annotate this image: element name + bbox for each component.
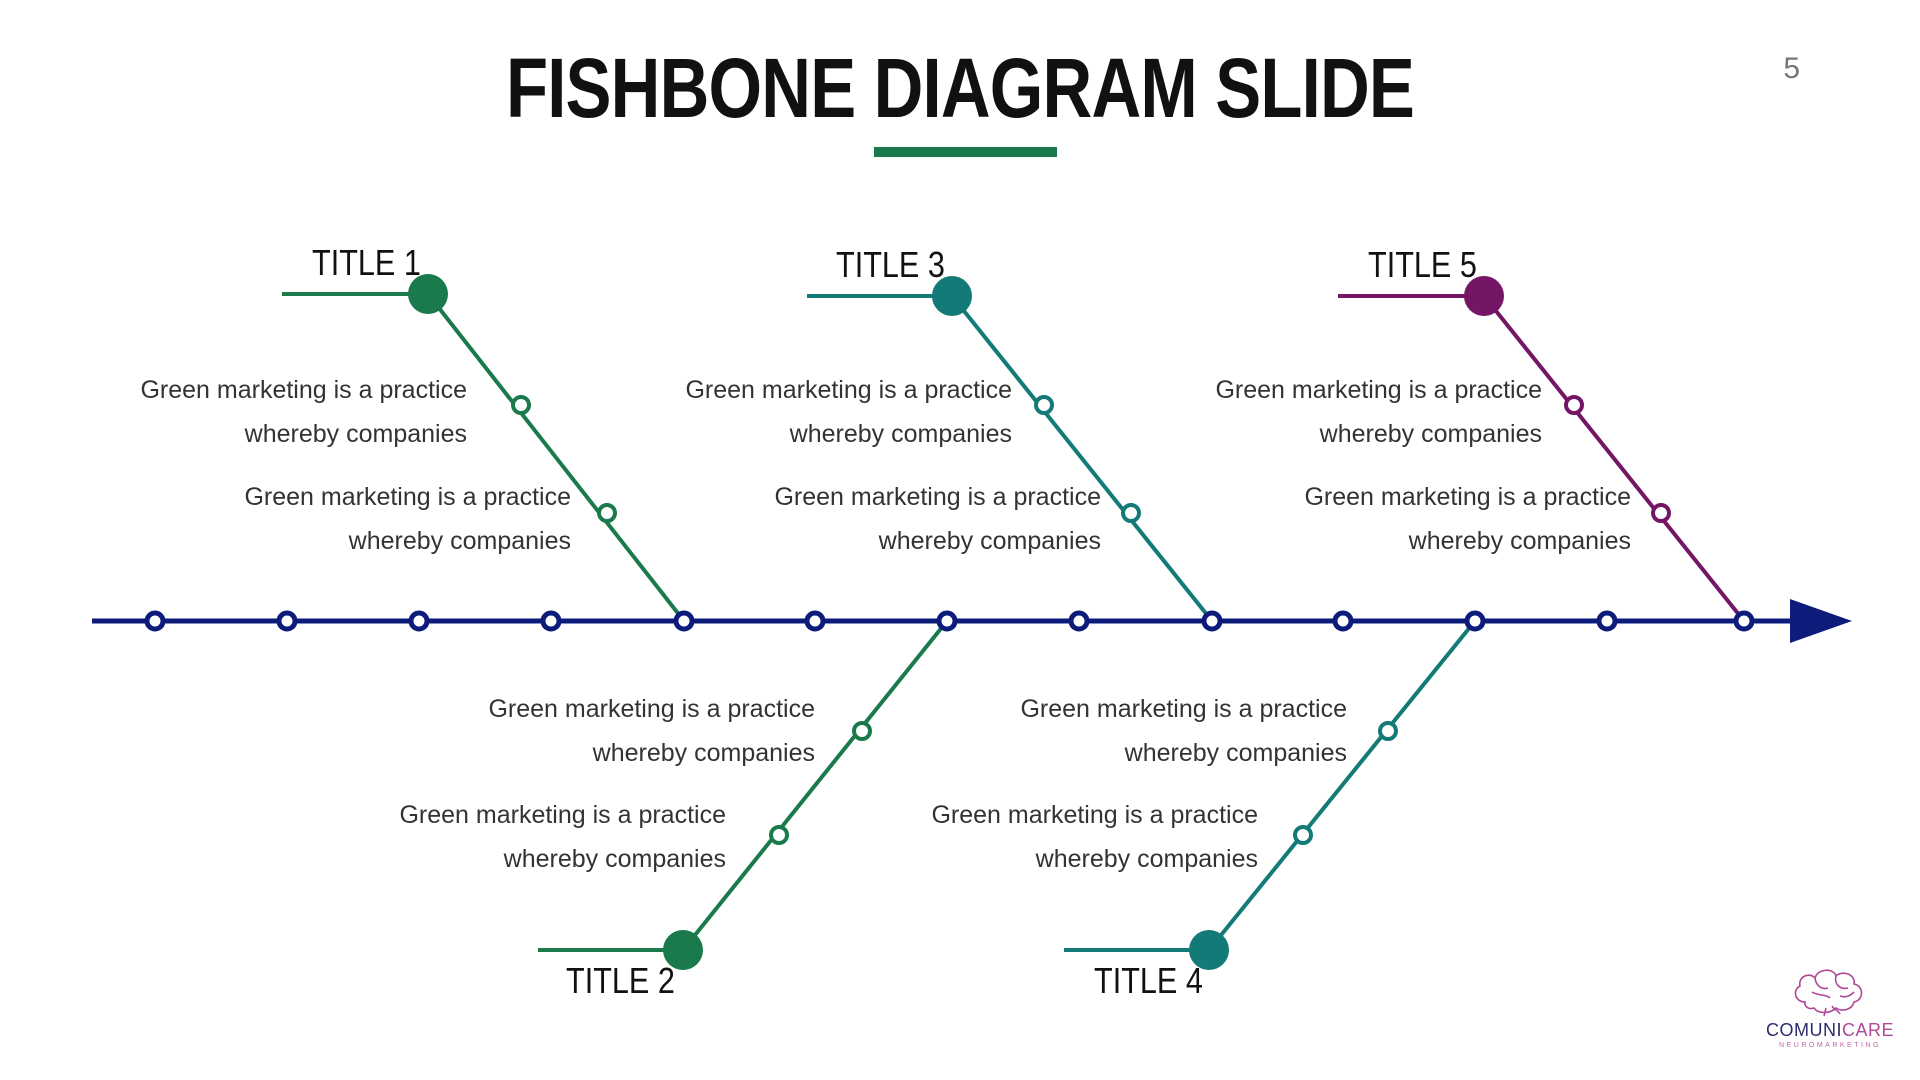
branch-5-head-dot — [1464, 276, 1504, 316]
branch-4-head-dot — [1189, 930, 1229, 970]
branch-3-cause-1: Green marketing is a practice whereby co… — [592, 368, 1012, 456]
branch-1-cause-1: Green marketing is a practice whereby co… — [47, 368, 467, 456]
branch-2-cause-dot — [852, 721, 872, 741]
spine-dot — [804, 610, 826, 632]
logo-wordmark-part2: CARE — [1841, 1020, 1894, 1040]
branch-5-spine-dot — [1733, 610, 1755, 632]
branch-1-cause-dot — [511, 395, 531, 415]
cause-line: Green marketing is a practice — [1215, 376, 1542, 404]
cause-line: whereby companies — [1124, 739, 1347, 767]
logo-tagline: NEUROMARKETING — [1779, 1042, 1881, 1049]
branch-1-bone — [426, 292, 686, 623]
branch-5-cause-1: Green marketing is a practice whereby co… — [1122, 368, 1542, 456]
branch-4-cause-2: Green marketing is a practice whereby co… — [838, 793, 1258, 881]
cause-line: whereby companies — [1319, 420, 1542, 448]
cause-line: whereby companies — [503, 845, 726, 873]
spine-dot — [144, 610, 166, 632]
branch-4 — [1064, 610, 1486, 970]
branch-4-cause-dot — [1378, 721, 1398, 741]
branch-5 — [1338, 276, 1755, 632]
logo-wordmark-part1: COMUNI — [1765, 1020, 1842, 1040]
branch-5-cause-2: Green marketing is a practice whereby co… — [1211, 475, 1631, 563]
branch-2-bone — [681, 619, 949, 952]
branch-4-bone — [1207, 619, 1477, 952]
branch-2-cause-1: Green marketing is a practice whereby co… — [395, 687, 815, 775]
branch-4-title: TITLE 4 — [1094, 960, 1203, 1001]
cause-line: whereby companies — [789, 420, 1012, 448]
branch-1-head-dot — [408, 274, 448, 314]
branch-2-title: TITLE 2 — [566, 960, 675, 1001]
spine-dot — [540, 610, 562, 632]
branch-5-title: TITLE 5 — [1368, 244, 1477, 285]
branch-5-cause-dot — [1651, 503, 1671, 523]
cause-line: whereby companies — [348, 527, 571, 555]
spine-dot — [1332, 610, 1354, 632]
spine-dot — [276, 610, 298, 632]
spine-dot — [1596, 610, 1618, 632]
spine-dots — [144, 610, 1618, 632]
cause-line: whereby companies — [244, 420, 467, 448]
branch-1-cause-2: Green marketing is a practice whereby co… — [151, 475, 571, 563]
branch-3-title: TITLE 3 — [836, 244, 945, 285]
branch-5-bone — [1482, 294, 1746, 623]
branch-3-spine-dot — [1201, 610, 1223, 632]
branch-2-spine-dot — [936, 610, 958, 632]
spine-dot — [1068, 610, 1090, 632]
branch-4-cause-dot — [1293, 825, 1313, 845]
branch-3-head-dot — [932, 276, 972, 316]
branch-1-cause-dot — [597, 503, 617, 523]
cause-line: Green marketing is a practice — [488, 695, 815, 723]
branch-3 — [807, 276, 1223, 632]
cause-line: Green marketing is a practice — [931, 801, 1258, 829]
spine-arrowhead — [1790, 599, 1852, 643]
cause-line: Green marketing is a practice — [774, 483, 1101, 511]
cause-line: whereby companies — [878, 527, 1101, 555]
logo-wordmark: COMUNICARE — [1760, 1020, 1900, 1041]
cause-line: Green marketing is a practice — [399, 801, 726, 829]
cause-line: whereby companies — [1035, 845, 1258, 873]
cause-line: Green marketing is a practice — [1020, 695, 1347, 723]
cause-line: Green marketing is a practice — [244, 483, 571, 511]
branch-3-cause-dot — [1121, 503, 1141, 523]
branch-3-cause-2: Green marketing is a practice whereby co… — [681, 475, 1101, 563]
branch-1 — [282, 274, 695, 632]
branch-2-cause-2: Green marketing is a practice whereby co… — [306, 793, 726, 881]
cause-line: Green marketing is a practice — [1304, 483, 1631, 511]
branch-2 — [538, 610, 958, 970]
branch-4-spine-dot — [1464, 610, 1486, 632]
title-underline — [874, 147, 1057, 157]
cause-line: whereby companies — [1408, 527, 1631, 555]
branch-3-cause-dot — [1034, 395, 1054, 415]
branch-4-cause-1: Green marketing is a practice whereby co… — [927, 687, 1347, 775]
company-logo: COMUNICARE NEUROMARKETING — [1760, 962, 1900, 1062]
cause-line: whereby companies — [592, 739, 815, 767]
branch-2-cause-dot — [769, 825, 789, 845]
slide-title: FISHBONE DIAGRAM SLIDE — [505, 41, 1415, 135]
cause-line: Green marketing is a practice — [685, 376, 1012, 404]
branch-3-bone — [950, 294, 1214, 623]
spine-dot — [408, 610, 430, 632]
brain-icon — [1794, 969, 1863, 1017]
page-number: 5 — [1783, 52, 1800, 85]
branch-2-head-dot — [663, 930, 703, 970]
branch-1-title: TITLE 1 — [312, 242, 421, 283]
cause-line: Green marketing is a practice — [140, 376, 467, 404]
branch-1-spine-dot — [673, 610, 695, 632]
branch-5-cause-dot — [1564, 395, 1584, 415]
